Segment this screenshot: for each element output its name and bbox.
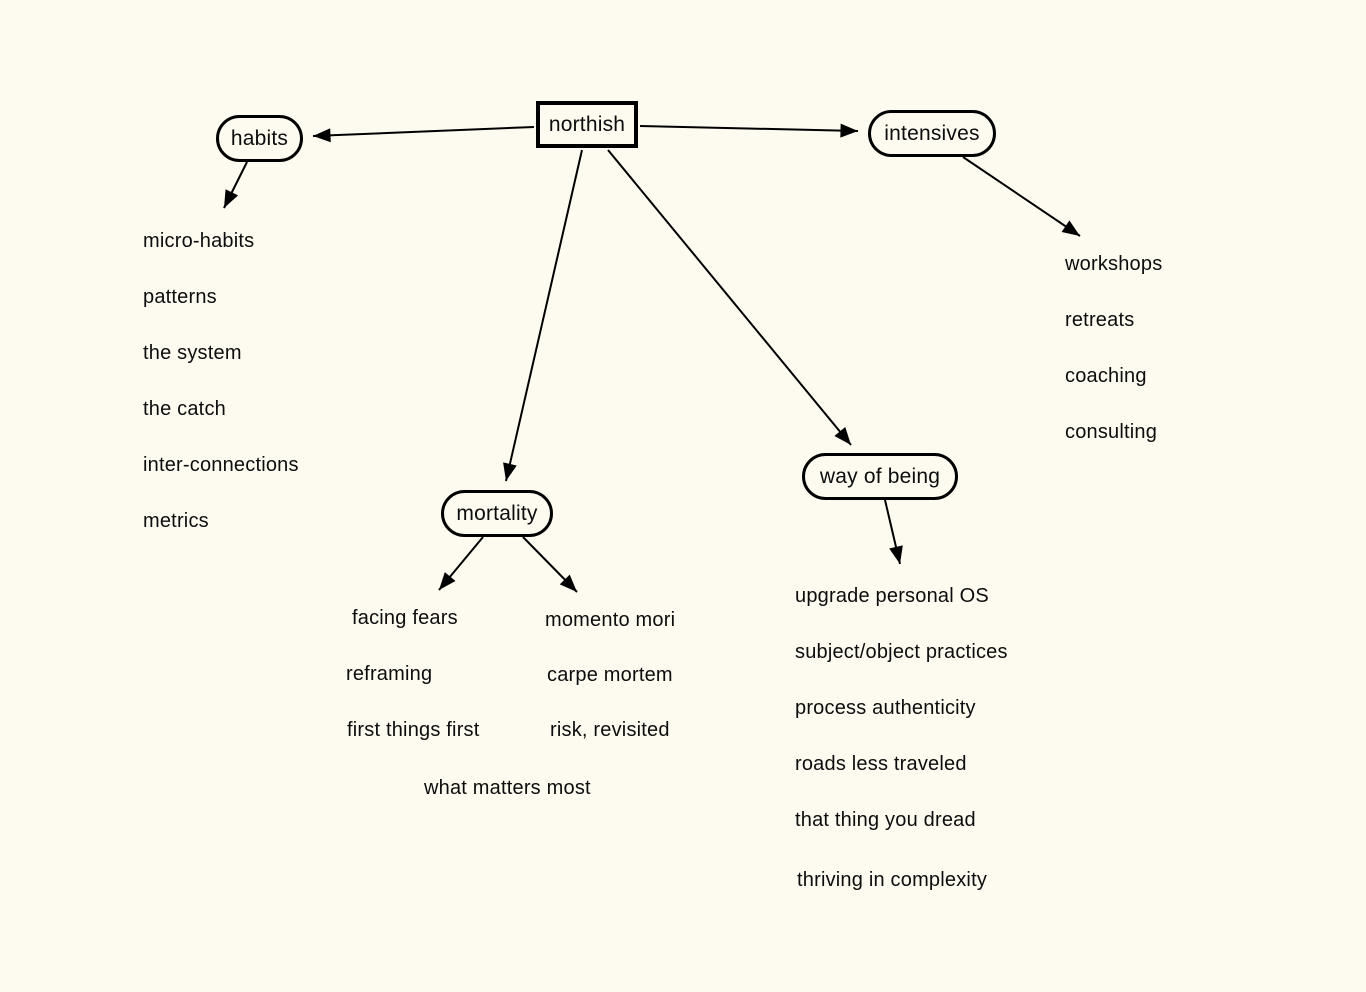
list-item-subject-object-practices[interactable]: subject/object practices [795,641,1008,663]
list-item-patterns[interactable]: patterns [143,286,217,308]
node-label-intensives: intensives [884,121,980,145]
list-item-reframing[interactable]: reframing [346,663,433,685]
node-way-of-being[interactable]: way of being [802,453,958,500]
node-northish[interactable]: northish [536,101,638,148]
list-item-carpe-mortem[interactable]: carpe mortem [547,664,673,686]
arrow-mortality-to-mortality-left-list [438,536,484,591]
list-item-what-matters-most[interactable]: what matters most [424,777,591,799]
arrow-habits-to-habits-list [223,161,248,209]
arrow-way-of-being-to-way-of-being-list [884,499,903,565]
list-item-the-catch[interactable]: the catch [143,398,226,420]
list-item-upgrade-personal-os[interactable]: upgrade personal OS [795,585,989,607]
list-item-thriving-in-complexity[interactable]: thriving in complexity [797,869,988,891]
list-item-process-authenticity[interactable]: process authenticity [795,697,976,719]
list-item-roads-less-traveled[interactable]: roads less traveled [795,753,967,775]
list-item-facing-fears[interactable]: facing fears [352,607,458,629]
list-item-the-system[interactable]: the system [143,342,242,364]
list-item-metrics[interactable]: metrics [143,510,209,532]
list-item-consulting[interactable]: consulting [1065,421,1158,443]
node-habits[interactable]: habits [216,115,303,162]
list-item-micro-habits[interactable]: micro-habits [143,230,255,252]
list-item-risk-revisited[interactable]: risk, revisited [550,719,670,741]
arrow-northish-to-way-of-being [607,149,852,446]
list-item-momento-mori[interactable]: momento mori [545,609,676,631]
arrow-mortality-to-mortality-right-list [522,536,578,593]
node-mortality[interactable]: mortality [441,490,553,537]
list-item-that-thing-you-dread[interactable]: that thing you dread [795,809,976,831]
arrow-northish-to-mortality [503,149,583,482]
list-item-retreats[interactable]: retreats [1065,309,1135,331]
node-label-northish: northish [548,112,626,136]
arrow-northish-to-habits [312,126,535,143]
arrow-northish-to-intensives [639,123,859,138]
node-label-habits: habits [230,126,289,150]
node-label-mortality: mortality [456,501,538,525]
list-item-first-things-first[interactable]: first things first [347,719,480,741]
list-item-coaching[interactable]: coaching [1065,365,1147,387]
arrow-intensives-to-intensives-list [962,156,1081,237]
node-intensives[interactable]: intensives [868,110,996,157]
node-label-way-of-being: way of being [819,464,941,488]
list-item-workshops[interactable]: workshops [1065,253,1163,275]
list-item-inter-connections[interactable]: inter-connections [143,454,299,476]
